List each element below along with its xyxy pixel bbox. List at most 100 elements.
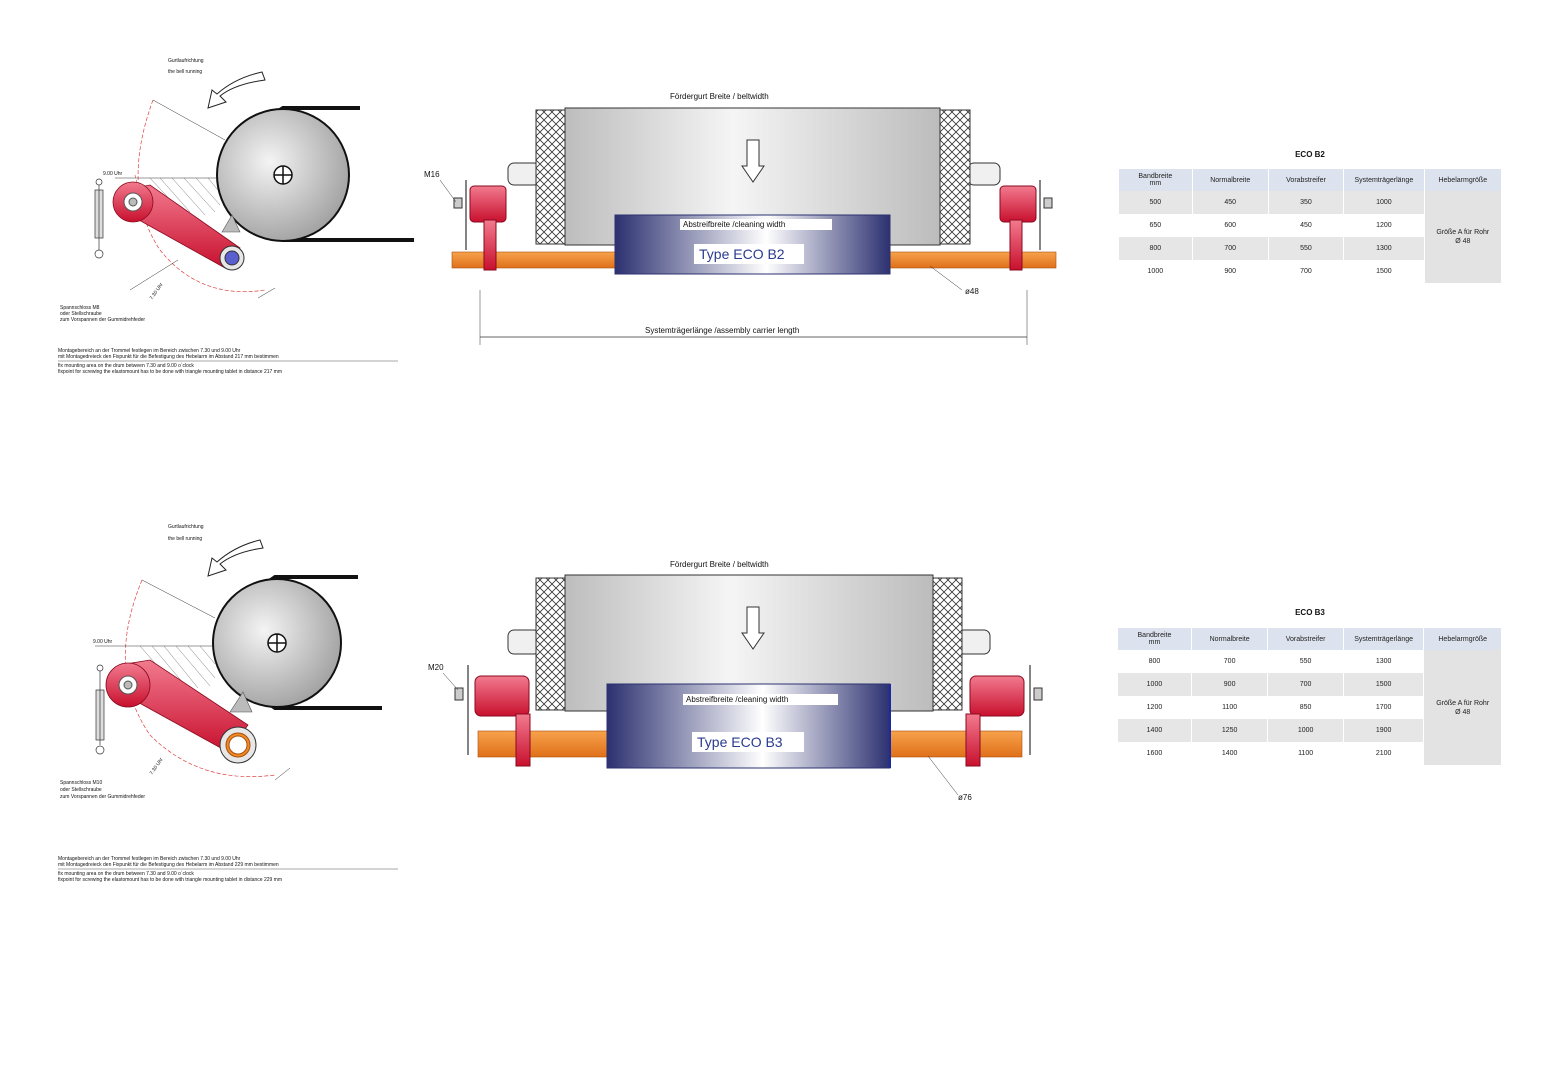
note-de-2: mit Montagedreieck den Fixpunkt für die … [58, 354, 279, 360]
knurled-right [931, 577, 963, 711]
table-row: 800 700 550 1300 Größe A für Rohr Ø 48 [1117, 650, 1501, 765]
mounting-arc [124, 579, 276, 778]
clock-9-label: 9.00 Uhr [93, 639, 113, 645]
table-cell: 1300 [1343, 237, 1425, 260]
type-label: Type ECO B2 [699, 246, 785, 262]
screw-line-2: oder Stellschraube [60, 787, 102, 793]
note-en-1: fix mounting area on the drum between 7.… [58, 871, 194, 877]
knurled-left [535, 109, 567, 245]
mounting-arc [137, 99, 266, 293]
header-cell: Systemträgerlänge [1343, 169, 1425, 191]
shaft-right [967, 162, 1001, 186]
table-header-row: Bandbreite mm Normalbreite Vorabstreifer… [1117, 628, 1501, 650]
table-row: 1000 900 700 1500 [1117, 673, 1502, 696]
direction-label-de: Gurtlaufrichtung [168, 524, 204, 530]
header-cell: Systemträgerlänge [1342, 628, 1424, 650]
spec-table-b3: Bandbreite mm Normalbreite Vorabstreifer… [1117, 628, 1501, 765]
bracket-right [999, 180, 1053, 271]
table-cell: 1600 [1117, 742, 1192, 765]
table-cell: 1000 [1267, 719, 1344, 742]
turnbuckle [94, 178, 104, 259]
header-cell: Vorabstreifer [1267, 169, 1344, 191]
header-cell: Hebelarmgröße [1423, 628, 1501, 650]
table-cell: 1400 [1117, 719, 1192, 742]
screw-line-3: zum Vorspannen der Gummidrehfeder [60, 317, 145, 323]
table-cell: 1500 [1342, 673, 1424, 696]
table-cell: 650 [1118, 214, 1193, 237]
direction-label-en: the bell running [168, 69, 202, 75]
table-cell: 550 [1267, 650, 1344, 673]
beltwidth-label: Fördergurt Breite / beltwidth [670, 560, 769, 569]
bracket-left [454, 665, 531, 767]
bolt-label: M20 [428, 663, 444, 672]
table-cell: 700 [1191, 237, 1269, 260]
table-cell: 900 [1190, 673, 1268, 696]
table-cell: 850 [1267, 696, 1344, 719]
note-en-2: fixpoint for screwing the elastomount ha… [58, 877, 282, 883]
table-cell: 700 [1267, 260, 1344, 283]
screw-line-2: oder Stellschraube [60, 311, 102, 317]
note-de-2: mit Montagedreieck den Fixpunkt für die … [58, 862, 279, 868]
header-cell: Hebelarmgröße [1423, 169, 1501, 191]
down-arrow-icon [741, 606, 765, 650]
cleaning-width-label: Abstreifbreite /cleaning width [683, 220, 785, 229]
table-title: ECO B2 [1295, 150, 1325, 159]
table-cell: 1250 [1190, 719, 1268, 742]
table-cell: 350 [1267, 191, 1344, 214]
table-row: 650 600 450 1200 [1118, 214, 1502, 237]
screw-line-3: zum Vorspannen der Gummidrehfeder [60, 794, 145, 800]
table-cell: 700 [1267, 673, 1344, 696]
table-cell: 500 [1118, 191, 1193, 214]
bracket-right [965, 665, 1043, 767]
table-cell: 800 [1117, 650, 1192, 673]
table-cell-merged: Größe A für Rohr Ø 48 [1423, 650, 1501, 765]
direction-label-de: Gurtlaufrichtung [168, 58, 204, 64]
screw-line-1: Spannschloss M10 [60, 780, 102, 786]
note-de-1: Montagebereich an der Trommel festlegen … [58, 856, 241, 862]
note-en-1: fix mounting area on the drum between 7.… [58, 363, 194, 369]
bracket-left [453, 180, 507, 271]
table-cell: 1000 [1343, 191, 1425, 214]
table-cell: 550 [1267, 237, 1344, 260]
note-en-2: fixpoint for screwing the elastomount ha… [58, 369, 282, 375]
table-row: 800 700 550 1300 [1118, 237, 1502, 260]
table-cell: 2100 [1342, 742, 1424, 765]
shaft-right [957, 629, 991, 655]
cleaning-width-label: Abstreifbreite /cleaning width [686, 695, 788, 704]
header-cell: Bandbreite mm [1118, 169, 1193, 191]
table-row: 1400 1250 1000 1900 [1117, 719, 1502, 742]
table-title: ECO B3 [1295, 608, 1325, 617]
side-view-b3: Gurtlaufrichtung the bell running 9.00 U… [58, 524, 398, 883]
type-label: Type ECO B3 [697, 734, 783, 750]
table-cell: 600 [1191, 214, 1269, 237]
table-row: 500 450 350 1000 Größe A für Rohr Ø 48 [1118, 191, 1501, 283]
header-cell: Bandbreite mm [1117, 628, 1192, 650]
table-cell: 1100 [1190, 696, 1268, 719]
header-cell: Vorabstreifer [1267, 628, 1344, 650]
knurled-left [535, 577, 567, 711]
table-cell: 700 [1190, 650, 1268, 673]
direction-label-en: the bell running [168, 536, 202, 542]
knurled-right [939, 109, 971, 245]
table-cell: 1200 [1343, 214, 1425, 237]
down-arrow-icon [741, 139, 765, 183]
carrier-length-label: Systemträgerlänge /assembly carrier leng… [645, 326, 799, 335]
table-cell: 1500 [1343, 260, 1425, 283]
table-cell: 1700 [1342, 696, 1424, 719]
table-cell: 450 [1191, 191, 1269, 214]
spec-table-b2: Bandbreite mm Normalbreite Vorabstreifer… [1118, 169, 1501, 283]
table-header-row: Bandbreite mm Normalbreite Vorabstreifer… [1118, 169, 1501, 191]
table-cell: 1000 [1118, 260, 1193, 283]
clock-9-label: 9.00 Uhr [103, 171, 123, 177]
shaft-left [507, 629, 541, 655]
table-cell: 450 [1267, 214, 1344, 237]
table-cell: 1000 [1117, 673, 1192, 696]
table-cell: 800 [1118, 237, 1193, 260]
table-row: 1600 1400 1100 2100 [1117, 742, 1502, 765]
table-cell: 900 [1191, 260, 1269, 283]
clock-730-label: 7.30 Uhr [149, 757, 165, 776]
table-row: 1200 1100 850 1700 [1117, 696, 1502, 719]
note-de-1: Montagebereich an der Trommel festlegen … [58, 348, 241, 354]
screw-line-1: Spannschloss M8 [60, 305, 100, 311]
